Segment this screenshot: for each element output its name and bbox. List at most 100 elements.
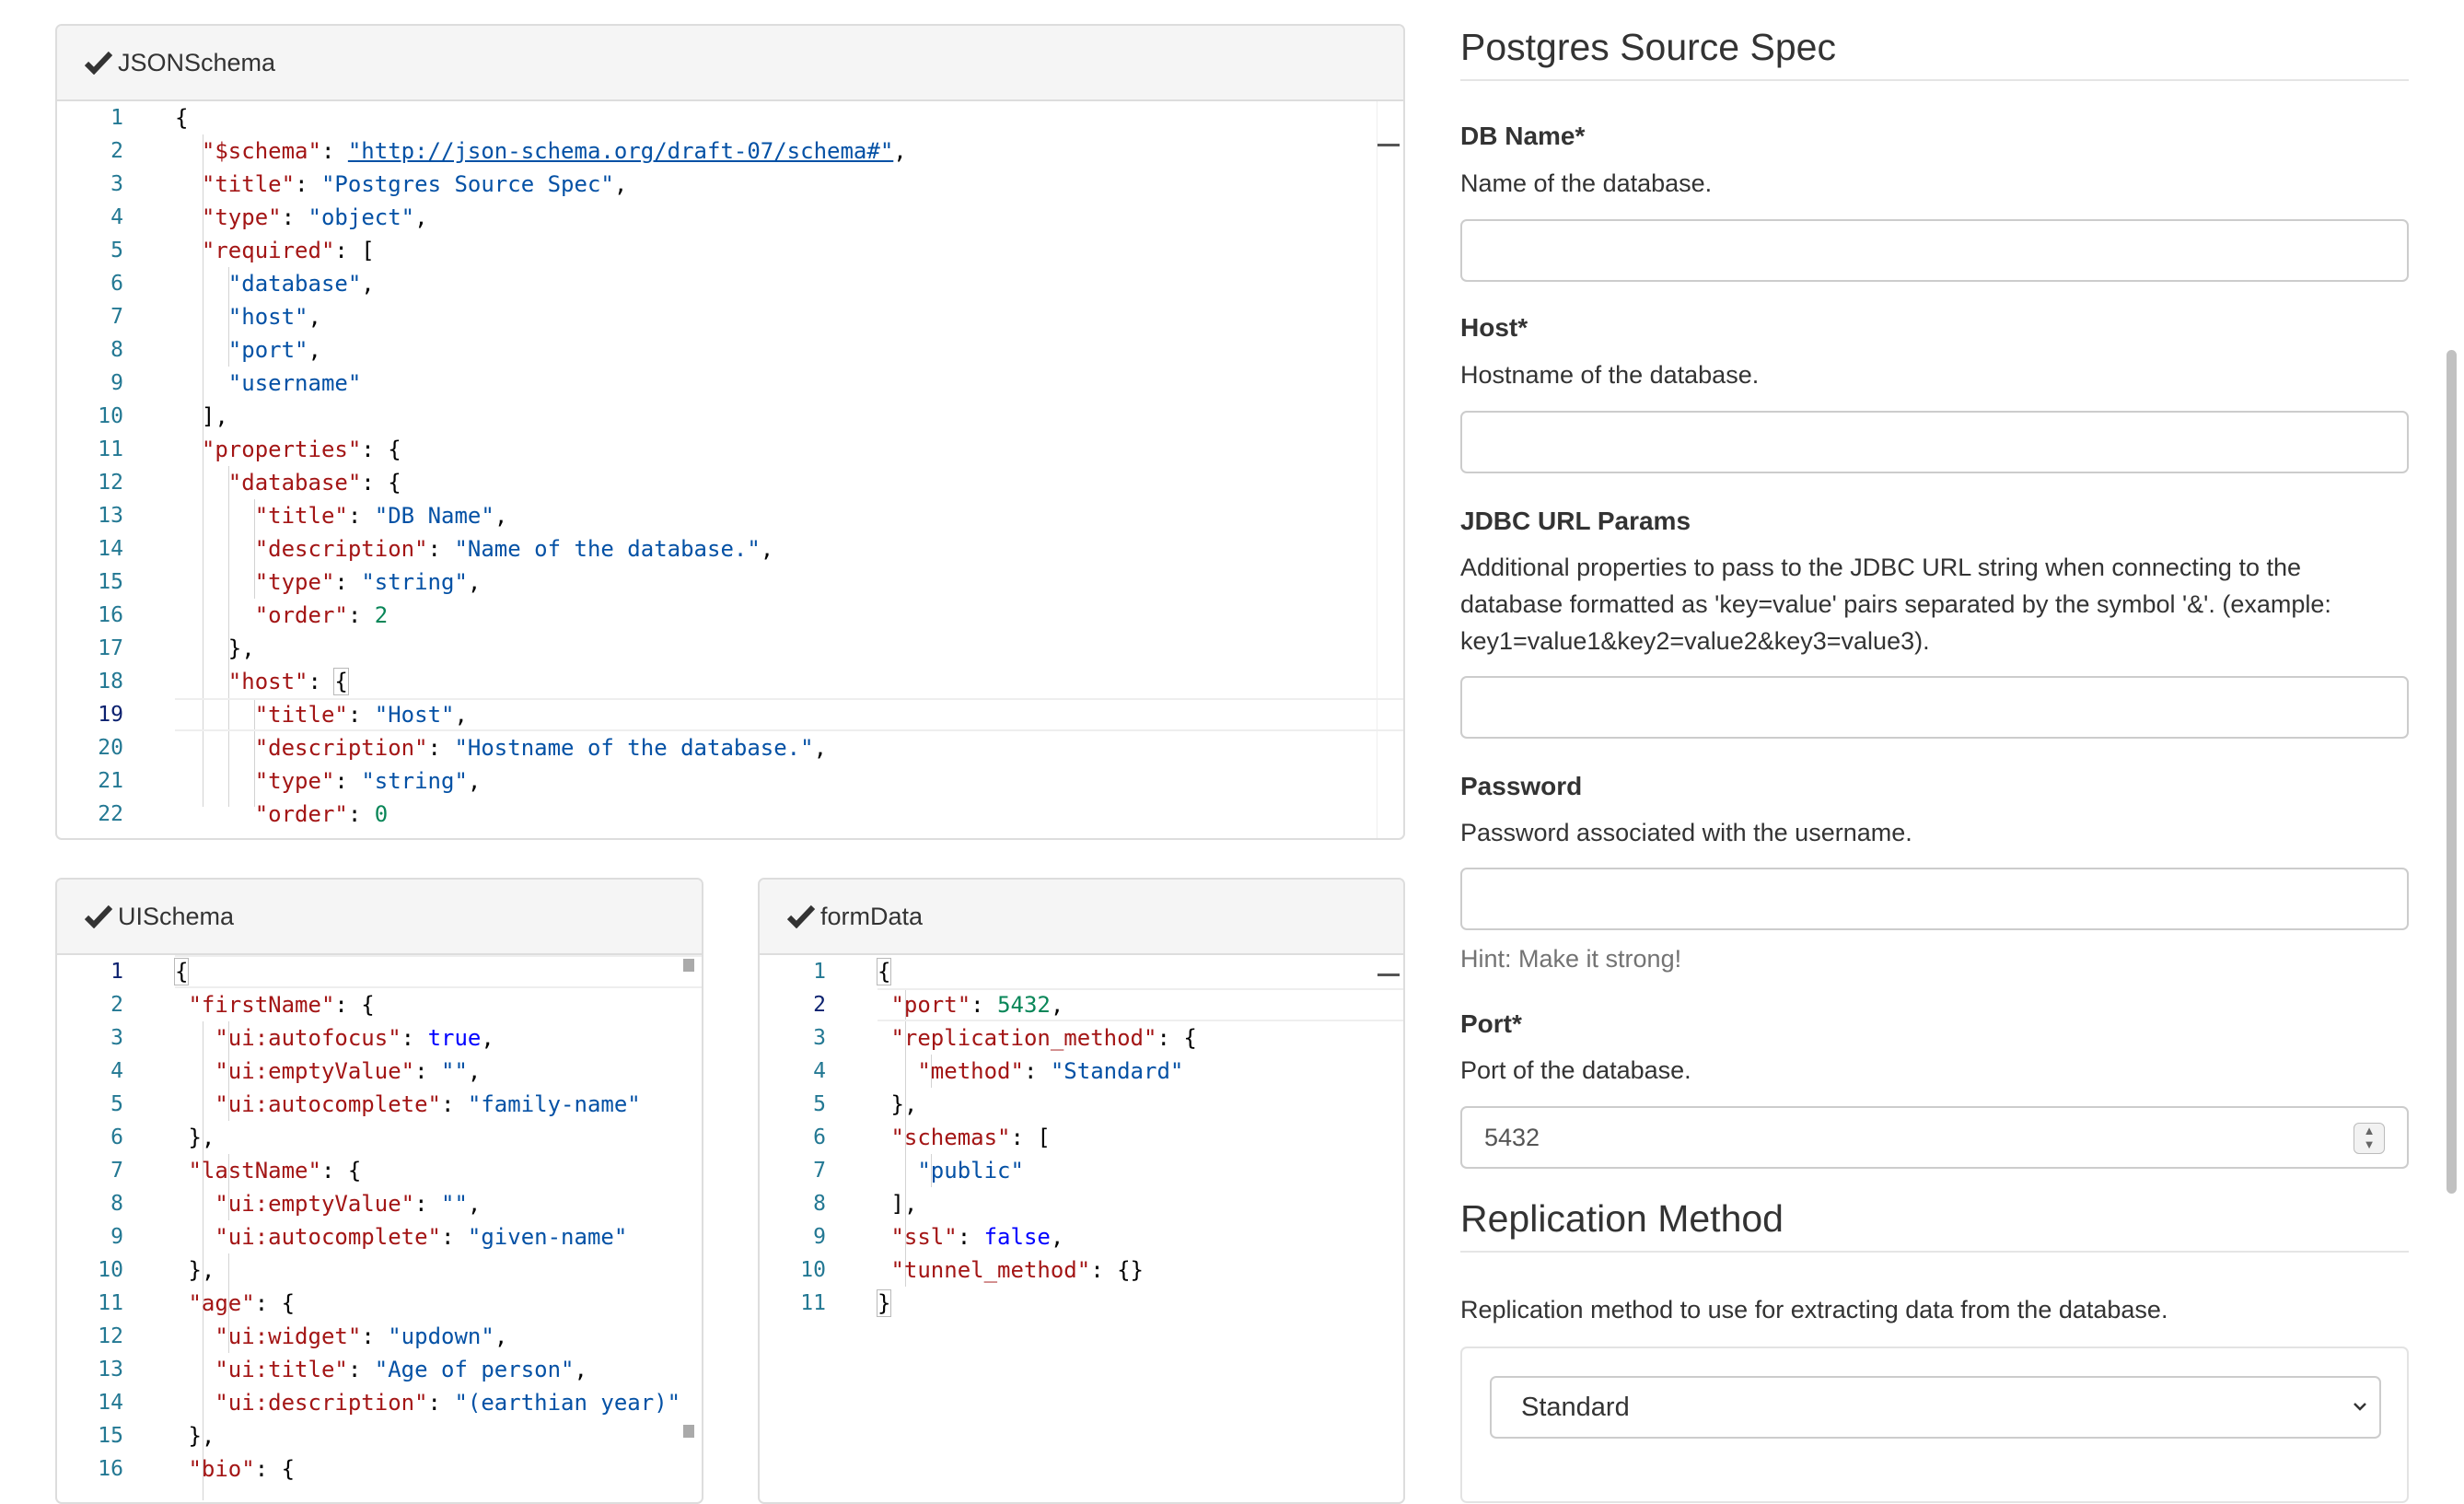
code-token: "database" <box>227 271 362 297</box>
line-number: 4 <box>110 205 123 229</box>
code-token: "" <box>441 1058 468 1084</box>
line-number: 10 <box>800 1258 826 1282</box>
password-input[interactable] <box>1460 868 2409 930</box>
replication-method-well: Standard <box>1460 1347 2409 1503</box>
code-line: "lastName": { <box>175 1154 361 1187</box>
replication-method-description: Replication method to use for extracting… <box>1460 1296 2168 1323</box>
code-line: "properties": { <box>175 433 401 466</box>
line-number: 15 <box>98 1424 123 1448</box>
ui-schema-overview-ruler[interactable] <box>676 955 702 1502</box>
code-token: }, <box>175 1257 215 1283</box>
host-description: Hostname of the database. <box>1460 361 1760 389</box>
code-line: } <box>876 1287 892 1320</box>
code-token <box>175 735 255 761</box>
code-line: "type": "string", <box>175 764 482 798</box>
code-token: "database" <box>227 470 362 496</box>
line-number: 8 <box>813 1192 826 1216</box>
code-token: , <box>1050 992 1064 1018</box>
code-token: }, <box>175 635 255 661</box>
code-token <box>175 337 228 363</box>
json-schema-overview-ruler[interactable] <box>1377 101 1403 838</box>
code-token: "string" <box>361 768 468 794</box>
code-line: "order": 2 <box>175 599 389 632</box>
password-label: Password <box>1460 772 1583 800</box>
code-token: "ui:widget" <box>215 1323 362 1349</box>
code-token: , <box>308 304 321 330</box>
db-name-input[interactable] <box>1460 219 2409 282</box>
code-token <box>878 1224 890 1250</box>
code-line: "title": "DB Name", <box>175 499 508 532</box>
form-data-panel: formData 1{2 "port": 5432,3 "replication… <box>758 878 1405 1504</box>
code-token: , <box>454 702 468 728</box>
replication-method-legend: Replication Method <box>1460 1197 2409 1253</box>
ui-schema-editor[interactable]: 1{2 "firstName": {3 "ui:autofocus": true… <box>57 955 702 1502</box>
code-token <box>175 801 255 827</box>
code-line: ], <box>175 400 228 433</box>
form-data-overview-ruler[interactable] <box>1377 955 1403 1502</box>
code-token: , <box>1050 1224 1064 1250</box>
replication-method-select[interactable]: Standard <box>1490 1376 2381 1439</box>
code-token <box>175 238 202 263</box>
jdbc-url-params-input[interactable] <box>1460 676 2409 739</box>
code-token: "host" <box>227 304 308 330</box>
code-token: : <box>427 536 455 562</box>
code-token <box>175 1456 188 1482</box>
host-input[interactable] <box>1460 411 2409 473</box>
line-number: 13 <box>98 1358 123 1382</box>
line-number: 14 <box>98 1391 123 1415</box>
code-token: : { <box>334 992 375 1018</box>
code-token: "username" <box>227 370 362 396</box>
code-token: : <box>427 1390 455 1416</box>
code-token: , <box>494 503 508 529</box>
form-title: Postgres Source Spec <box>1460 26 2409 81</box>
port-label: Port* <box>1460 1009 1522 1038</box>
code-token: false <box>983 1224 1051 1250</box>
ui-schema-panel-header: UISchema <box>57 880 702 955</box>
code-line: }, <box>878 1088 917 1121</box>
code-line: "port": 5432, <box>878 988 1063 1021</box>
line-number: 5 <box>813 1092 826 1116</box>
json-schema-panel: JSONSchema 1{2 "$schema": "http://json-s… <box>55 24 1405 840</box>
password-description: Password associated with the username. <box>1460 819 1912 846</box>
code-token: , <box>613 171 628 197</box>
port-input[interactable]: 5432 ▲▼ <box>1460 1106 2409 1169</box>
code-token: , <box>361 271 375 297</box>
line-number: 12 <box>98 1324 123 1348</box>
code-line: "type": "string", <box>175 565 482 599</box>
port-input-value: 5432 <box>1484 1124 1540 1151</box>
code-token: 0 <box>374 801 389 827</box>
code-token: : <box>295 171 321 197</box>
code-token: : [ <box>1010 1125 1051 1150</box>
code-token <box>175 1290 188 1316</box>
code-token: "properties" <box>201 437 362 462</box>
code-token: "title" <box>201 171 296 197</box>
json-schema-editor[interactable]: 1{2 "$schema": "http://json-schema.org/d… <box>57 101 1403 838</box>
code-line: "bio": { <box>175 1452 295 1486</box>
line-number: 7 <box>110 1159 123 1183</box>
line-number: 16 <box>98 1457 123 1481</box>
code-token: : <box>970 992 998 1018</box>
code-line: "age": { <box>175 1287 295 1320</box>
code-line: "$schema": "http://json-schema.org/draft… <box>175 134 907 168</box>
ui-schema-panel-title: UISchema <box>118 902 235 930</box>
db-name-description: Name of the database. <box>1460 169 1713 197</box>
code-token: "ui:title" <box>215 1357 348 1382</box>
stepper-icon[interactable]: ▲▼ <box>2354 1123 2385 1154</box>
page-scrollbar-thumb[interactable] <box>2447 350 2457 1194</box>
form-data-editor[interactable]: 1{2 "port": 5432,3 "replication_method":… <box>760 955 1403 1502</box>
line-number: 11 <box>800 1291 826 1315</box>
line-number: 7 <box>813 1159 826 1183</box>
code-token: , <box>467 1058 482 1084</box>
line-number: 22 <box>98 802 123 826</box>
code-token: 5432 <box>997 992 1051 1018</box>
code-line: }, <box>175 1419 215 1452</box>
line-number: 8 <box>110 338 123 362</box>
code-token <box>175 1323 215 1349</box>
code-token <box>175 1224 215 1250</box>
code-token: "Postgres Source Spec" <box>320 171 614 197</box>
code-line: "schemas": [ <box>878 1121 1051 1154</box>
code-line: { <box>876 955 892 988</box>
code-line: "ui:autocomplete": "given-name" <box>175 1220 627 1253</box>
code-line: "host": { <box>175 665 349 698</box>
code-token: "http://json-schema.org/draft-07/schema#… <box>347 138 894 164</box>
